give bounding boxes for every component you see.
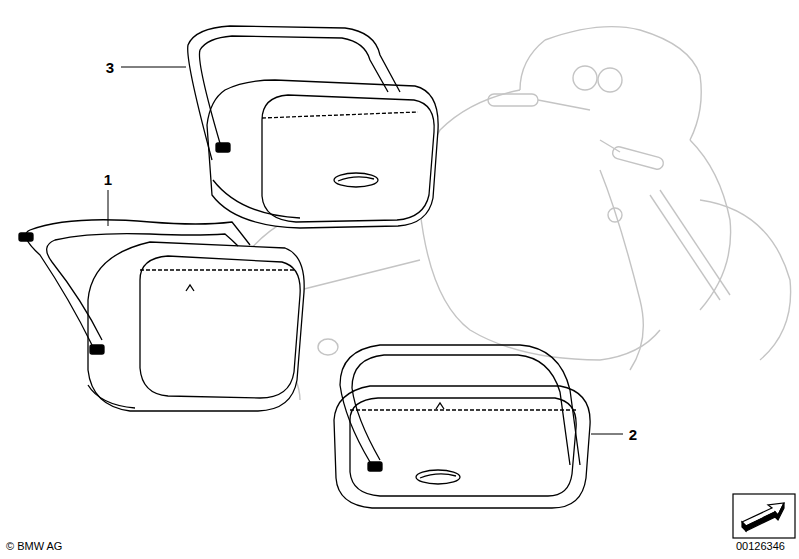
direction-icon [733, 494, 795, 538]
pannier-bag [334, 345, 590, 508]
callout-number: 1 [104, 172, 112, 187]
leader-line [108, 67, 623, 434]
drawing-number: 00126346 [736, 541, 785, 552]
callout-number: 3 [106, 60, 114, 75]
callout-number: 2 [629, 427, 637, 442]
pannier-bag [188, 26, 438, 228]
pannier-bag [19, 220, 304, 411]
copyright-note: © BMW AG [6, 541, 62, 552]
